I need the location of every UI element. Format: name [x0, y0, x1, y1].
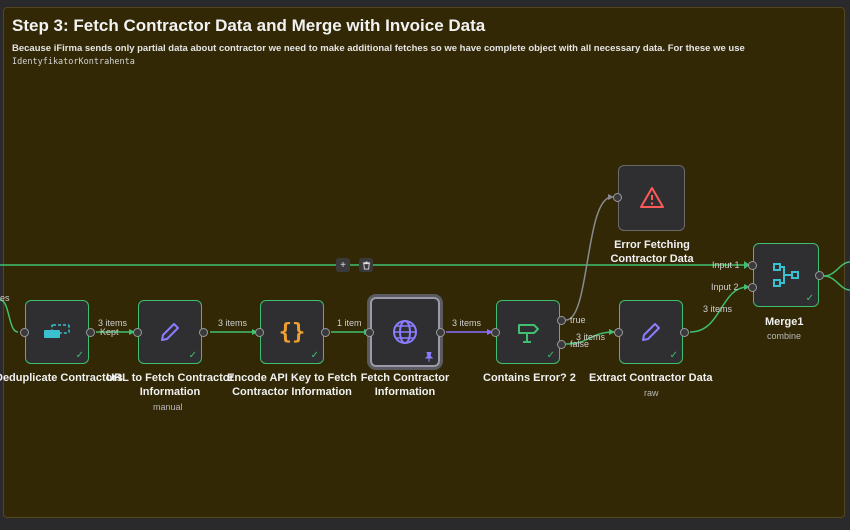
node-subtitle: raw [644, 388, 659, 398]
input-port[interactable] [20, 328, 29, 337]
node-encode-api-key[interactable]: {} ✓ [260, 300, 324, 364]
node-contains-error[interactable]: ✓ [496, 300, 560, 364]
node-extract-contractor-data[interactable]: ✓ [619, 300, 683, 364]
input-port[interactable] [133, 328, 142, 337]
success-check-icon: ✓ [310, 350, 319, 361]
output-port-false[interactable] [557, 340, 566, 349]
edge-label-fetch-contains: 3 items [452, 318, 482, 328]
output-port[interactable] [86, 328, 95, 337]
trash-icon [362, 260, 370, 270]
edge-label-extract-merge: 3 items [703, 304, 733, 314]
output-port[interactable] [680, 328, 689, 337]
node-label: Contains Error? 2 [483, 372, 576, 384]
globe-icon [393, 320, 417, 344]
node-label: Encode API Key to Fetch Contractor Infor… [227, 372, 357, 398]
wire-false-extract [565, 331, 615, 345]
deduplicate-icon [44, 324, 70, 338]
node-label: Extract Contractor Data [589, 372, 713, 384]
input-port-1[interactable] [748, 261, 757, 270]
code-braces-icon: {} [278, 319, 306, 345]
success-check-icon: ✓ [546, 350, 555, 361]
output-port[interactable] [436, 328, 445, 337]
node-label: Deduplicate Contractors [0, 372, 123, 384]
success-check-icon: ✓ [75, 350, 84, 361]
sticky-code: IdentyfikatorKontrahenta [12, 57, 135, 67]
input-port-2[interactable] [748, 283, 757, 292]
wire-true-error [565, 196, 613, 321]
edge-label-encode-fetch: 1 item [337, 318, 362, 328]
wire-left-stub [0, 299, 19, 333]
add-node-button[interactable]: + [336, 258, 350, 272]
node-label: Merge1 [765, 316, 804, 328]
edge-label-dedup-kept: Kept [100, 327, 119, 337]
node-error-fetching[interactable] [618, 165, 685, 231]
node-label: URL to Fetch Contractor Information [106, 372, 234, 398]
pencil-icon [642, 323, 660, 341]
output-port[interactable] [815, 271, 824, 280]
sticky-title: Step 3: Fetch Contractor Data and Merge … [12, 16, 486, 35]
output-port-true[interactable] [557, 316, 566, 325]
sticky-description: Because iFirma sends only partial data a… [12, 43, 745, 54]
input-port[interactable] [365, 328, 374, 337]
output-port[interactable] [199, 328, 208, 337]
success-check-icon: ✓ [805, 293, 814, 304]
input-port[interactable] [613, 193, 622, 202]
wire-merge-out [823, 261, 850, 277]
merge-icon [773, 263, 799, 287]
input-port[interactable] [614, 328, 623, 337]
merge-input1-label: Input 1 [712, 260, 740, 270]
node-merge1[interactable]: ✓ [753, 243, 819, 307]
edge-label-dedup-items: 3 items [98, 318, 128, 328]
node-subtitle: manual [153, 402, 183, 412]
warning-icon [639, 187, 664, 208]
delete-connection-button[interactable] [359, 258, 373, 272]
edge-label-true: true [570, 315, 586, 325]
node-label: Fetch Contractor Information [360, 372, 450, 398]
edge-label-false: false [570, 339, 590, 349]
node-label: Error Fetching Contractor Data [610, 239, 694, 265]
node-fetch-contractor-information[interactable] [370, 297, 440, 367]
node-url-to-fetch[interactable]: ✓ [138, 300, 202, 364]
success-check-icon: ✓ [188, 350, 197, 361]
pin-icon [425, 352, 433, 362]
merge-input2-label: Input 2 [711, 282, 739, 292]
output-port[interactable] [321, 328, 330, 337]
arrow-merge-input1 [744, 261, 750, 269]
edge-label-false-items: 3 items [576, 332, 606, 342]
input-port[interactable] [491, 328, 500, 337]
signpost-icon [518, 324, 539, 343]
wire-extract-merge [689, 286, 749, 333]
input-port[interactable] [255, 328, 264, 337]
pencil-icon [161, 323, 179, 341]
edge-label-left-stub: es [0, 293, 10, 303]
success-check-icon: ✓ [669, 350, 678, 361]
sticky-note[interactable] [3, 7, 845, 518]
node-deduplicate-contractors[interactable]: ✓ [25, 300, 89, 364]
edge-label-url-encode: 3 items [218, 318, 248, 328]
node-subtitle: combine [767, 331, 802, 341]
